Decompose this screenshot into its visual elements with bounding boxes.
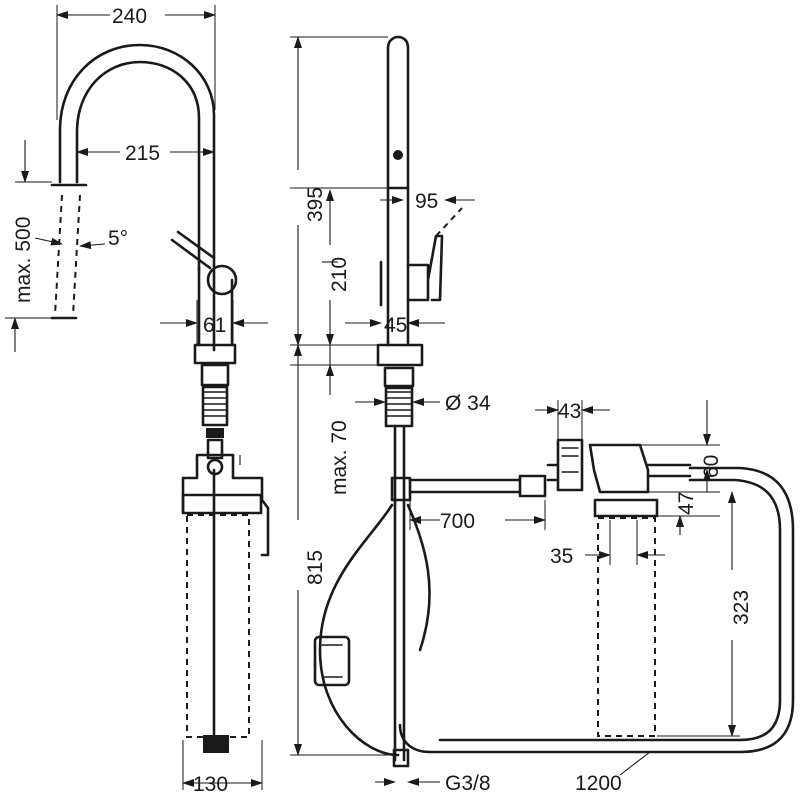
side-hose-loop: [318, 503, 431, 757]
front-counterweight-hidden: [186, 514, 250, 738]
dim-5-degree: 5°: [108, 227, 128, 250]
front-pullout-spray: [54, 194, 81, 316]
unit-main-hose-inner: [438, 478, 782, 742]
side-hose-to-unit: [408, 478, 522, 494]
side-thread: [383, 366, 415, 428]
side-connection-end: [392, 748, 410, 768]
dim-diameter-34: Ø 34: [445, 392, 491, 415]
dim-61: 61: [203, 314, 226, 337]
front-spout-inner: [75, 60, 201, 272]
side-hose-fitting: [518, 474, 547, 498]
side-spray-button: [393, 150, 403, 160]
side-handle-angle: [435, 207, 463, 237]
dimension-labels: 240 215 max. 500 5° 61 130 395 210 95 45…: [12, 5, 753, 796]
front-handle-knob: [206, 264, 238, 296]
front-counterweight-top: [181, 493, 263, 515]
side-hose-weight: [313, 635, 351, 687]
dim-240: 240: [112, 5, 147, 28]
dim-45: 45: [384, 314, 407, 337]
unit-valve-detail: [561, 447, 579, 473]
front-spout: [58, 43, 216, 352]
unit-filter-cap: [593, 498, 659, 518]
dim-max-70: max. 70: [328, 420, 351, 495]
dim-43: 43: [558, 400, 581, 423]
front-view: [50, 43, 270, 753]
dimension-lines: [5, 5, 740, 790]
side-supply-line: [393, 424, 406, 762]
dim-130: 130: [193, 773, 228, 796]
side-hose-weight-detail: [321, 644, 343, 678]
unit-right-fitting: [646, 463, 692, 478]
dim-323: 323: [730, 590, 753, 625]
front-body: [197, 266, 234, 347]
dim-215: 215: [125, 142, 160, 165]
unit-filter-hidden: [597, 517, 656, 737]
dim-g3-8: G3/8: [445, 772, 491, 795]
side-handle: [406, 234, 444, 302]
unit-main-hose: [398, 466, 795, 754]
dim-700: 700: [440, 510, 475, 533]
unit-valve: [546, 438, 584, 492]
unit-body: [588, 443, 650, 494]
side-base: [376, 343, 424, 367]
dim-395: 395: [304, 187, 327, 222]
dim-60: 60: [700, 455, 723, 478]
dim-95: 95: [415, 190, 438, 213]
dim-47: 47: [675, 492, 698, 515]
front-bracket: [181, 453, 270, 557]
dim-1200: 1200: [575, 772, 622, 795]
front-base: [193, 343, 237, 365]
front-weight-bottom: [203, 735, 229, 753]
dim-35: 35: [550, 545, 573, 568]
front-thread: [200, 363, 230, 460]
dim-815: 815: [304, 550, 327, 585]
side-hose-connector: [390, 476, 412, 502]
dim-max-500: max. 500: [12, 217, 35, 303]
dim-210: 210: [328, 257, 351, 292]
side-spout: [386, 35, 410, 347]
front-handle-lever: [170, 230, 216, 270]
